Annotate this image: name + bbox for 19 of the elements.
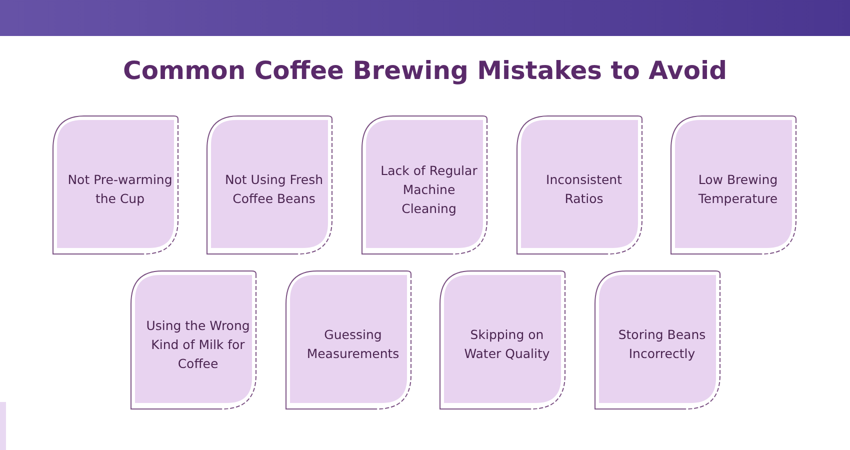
card-label: Skipping on Water Quality [463, 326, 551, 363]
card-label: Lack of Regular Machine Cleaning [380, 162, 478, 218]
mistake-card [594, 270, 721, 411]
mistake-card [52, 115, 179, 256]
card-label: Inconsistent Ratios [545, 171, 623, 208]
mistake-card [516, 115, 643, 256]
card-label: Storing Beans Incorrectly [617, 326, 707, 363]
mistake-card [206, 115, 333, 256]
card-label: Low Brewing Temperature [697, 171, 779, 208]
mistake-card [361, 115, 488, 256]
title: Common Coffee Brewing Mistakes to Avoid [122, 56, 728, 85]
card-label: Guessing Measurements [306, 326, 400, 363]
mistake-card [439, 270, 566, 411]
card-label: Using the Wrong Kind of Milk for Coffee [145, 316, 251, 372]
mistake-card [670, 115, 797, 256]
card-label: Not Pre-warming the Cup [66, 171, 174, 208]
card-label: Not Using Fresh Coffee Beans [224, 171, 324, 208]
mistake-card [130, 270, 257, 411]
mistake-card [285, 270, 412, 411]
